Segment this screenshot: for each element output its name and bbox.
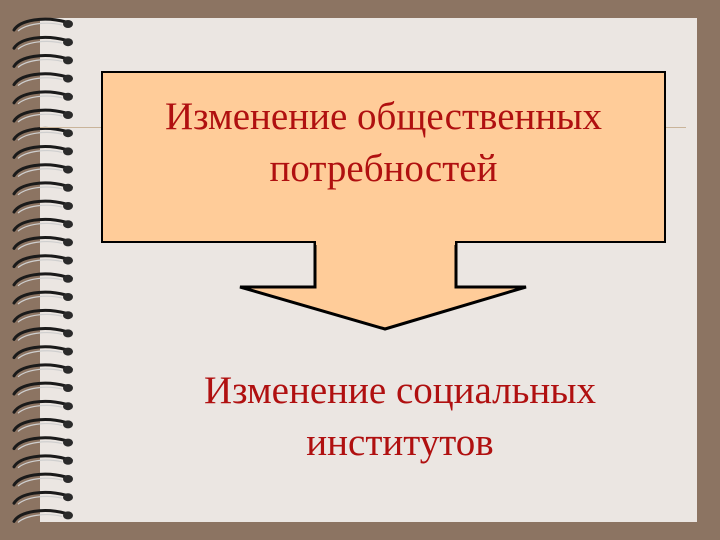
binding-ring [12,290,73,305]
binding-ring [12,272,73,287]
top-concept-box: Изменение общественных потребностей [101,71,666,243]
binding-ring [12,381,73,396]
binding-ring [12,490,73,505]
binding-ring [12,327,73,341]
binding-ring [12,181,73,196]
binding-ring [12,108,73,123]
binding-ring [12,509,73,523]
binding-ring [12,236,73,250]
binding-ring [12,199,73,214]
binding-ring [12,54,73,68]
top-concept-text: Изменение общественных потребностей [165,95,602,190]
binding-strip [0,0,40,540]
binding-ring [12,345,73,360]
binding-ring [12,35,73,50]
spiral-binding-icon [12,17,73,523]
binding-ring [12,72,73,87]
binding-ring [12,126,73,141]
binding-ring [12,472,73,487]
binding-ring [12,145,73,159]
binding-ring [12,90,73,105]
binding-ring [12,363,73,378]
binding-ring [12,163,73,178]
binding-ring [12,454,73,469]
binding-ring [12,17,73,32]
binding-ring [12,254,73,269]
binding-ring [12,399,73,414]
binding-ring [12,308,73,323]
binding-ring [12,418,73,432]
bottom-concept-text: Изменение социальных институтов [203,369,597,464]
binding-ring [12,217,73,232]
binding-ring [12,436,73,451]
